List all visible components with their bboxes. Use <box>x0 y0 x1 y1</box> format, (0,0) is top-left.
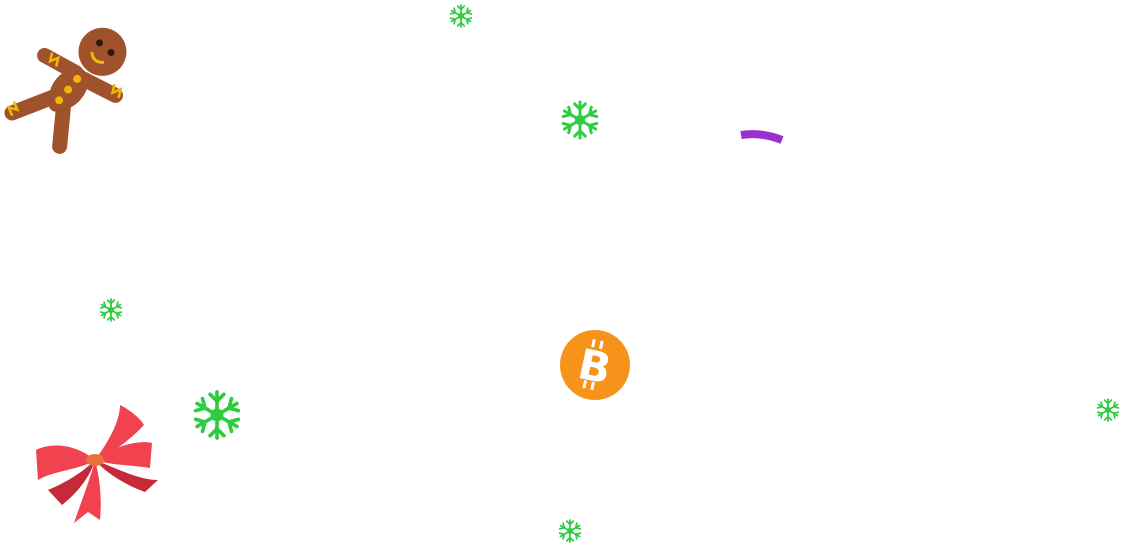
snowflake-icon <box>450 5 472 27</box>
snowflake-icon <box>559 520 581 542</box>
red-bow-icon <box>36 405 158 523</box>
snowflake-icon <box>1097 399 1119 421</box>
snowflake-icon <box>100 299 122 321</box>
bitcoin-icon: B <box>560 330 630 400</box>
snowflake-icon <box>194 392 241 438</box>
snowflake-icon <box>562 102 599 138</box>
gingerbread-man-icon <box>4 27 127 154</box>
ribbon-confetti-icon <box>740 130 784 144</box>
